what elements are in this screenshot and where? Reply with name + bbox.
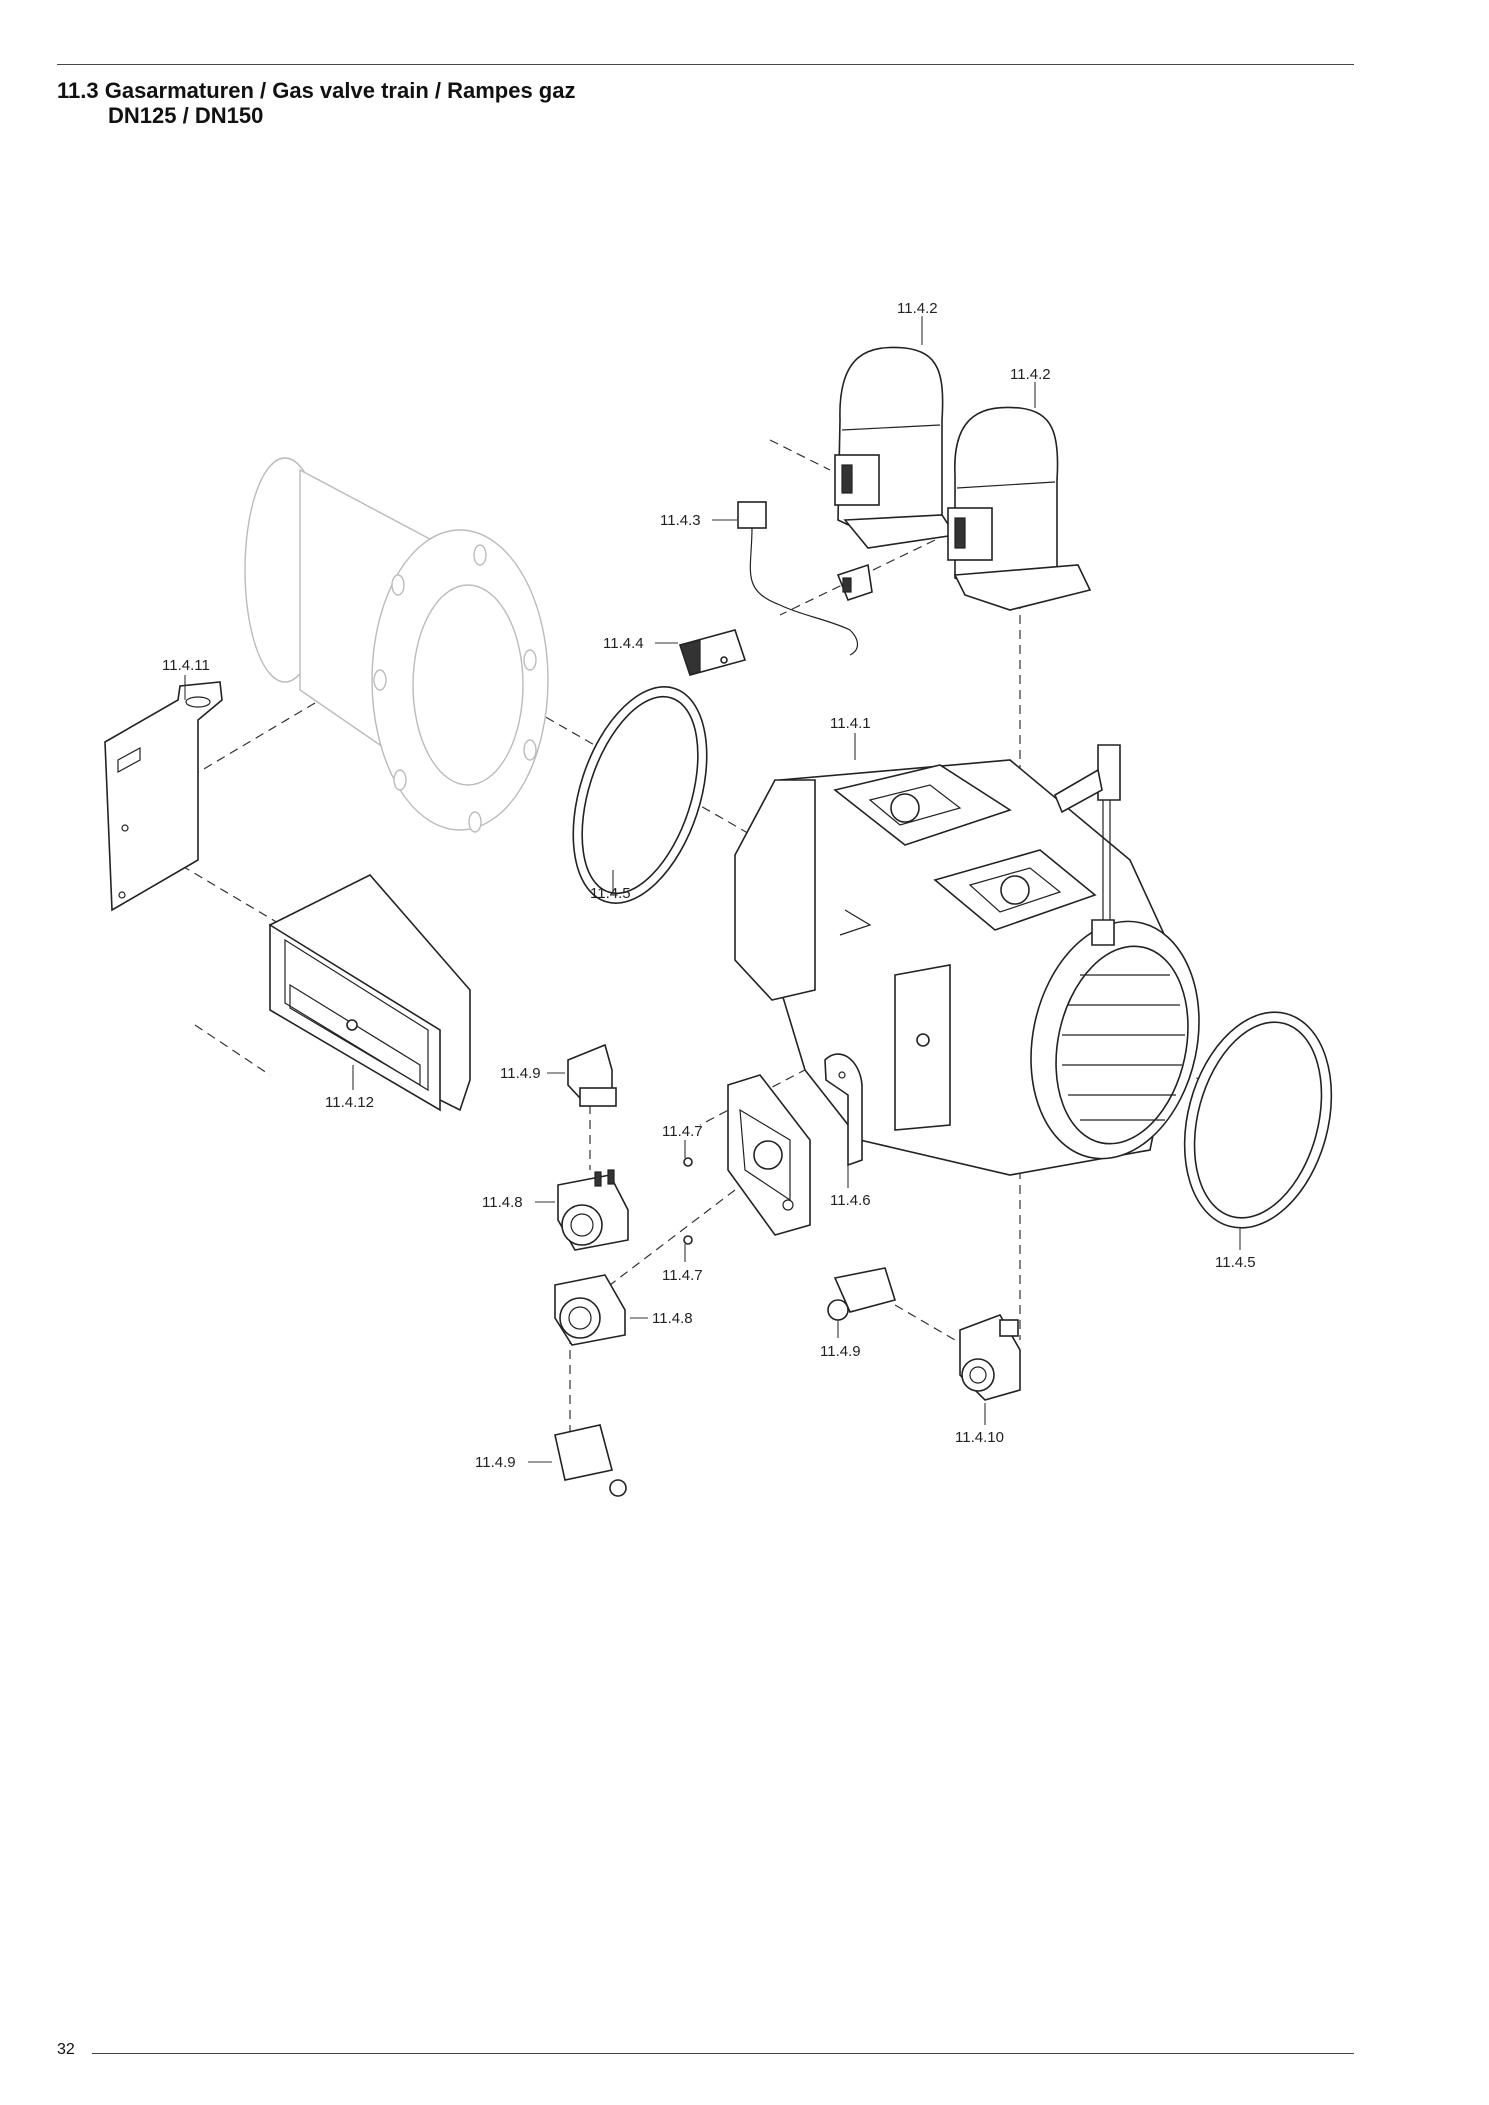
gasket-left — [572, 686, 708, 904]
callout-11-4-1: 11.4.1 — [830, 715, 871, 732]
control-housing — [268, 874, 471, 1112]
callout-11-4-10: 11.4.10 — [955, 1429, 1004, 1446]
pilot-valve-2 — [554, 1274, 626, 1346]
small-bracket — [824, 1053, 863, 1167]
plug-part — [678, 629, 747, 676]
callout-11-4-12: 11.4.12 — [325, 1094, 374, 1111]
callout-11-4-7-a: 11.4.7 — [662, 1123, 703, 1140]
connector-2 — [827, 1267, 897, 1321]
callout-11-4-9-a: 11.4.9 — [500, 1065, 541, 1082]
cable-connector — [737, 501, 873, 656]
callout-labels: 11.4.2 11.4.2 11.4.3 11.4.4 11.4.11 11.4… — [162, 300, 1256, 1471]
callout-11-4-9-c: 11.4.9 — [475, 1454, 516, 1471]
callout-11-4-3: 11.4.3 — [660, 512, 701, 529]
callout-11-4-4: 11.4.4 — [603, 635, 644, 652]
adapter-plate — [683, 1074, 811, 1245]
page-subtitle: DN125 / DN150 — [108, 103, 264, 128]
callout-11-4-5-a: 11.4.5 — [590, 885, 631, 902]
pressure-valve — [959, 1314, 1021, 1401]
callout-11-4-8-a: 11.4.8 — [482, 1194, 523, 1211]
top-rule — [57, 64, 1354, 65]
pilot-valve-1 — [557, 1169, 629, 1251]
connector-3 — [554, 1424, 627, 1497]
callout-11-4-9-b: 11.4.9 — [820, 1343, 861, 1360]
pipe-flange — [244, 457, 549, 833]
bottom-rule — [92, 2053, 1354, 2054]
leader-lines — [184, 316, 1241, 1463]
valve-actuator-1 — [834, 346, 957, 549]
callout-11-4-8-b: 11.4.8 — [652, 1310, 693, 1327]
main-valve-body — [734, 744, 1200, 1176]
callout-11-4-2-a: 11.4.2 — [897, 300, 938, 317]
callout-11-4-7-b: 11.4.7 — [662, 1267, 703, 1284]
page-number: 32 — [57, 2041, 75, 2058]
callout-11-4-11: 11.4.11 — [162, 657, 210, 674]
valve-actuator-2 — [947, 406, 1092, 611]
gasket-right — [1183, 1011, 1333, 1229]
callout-11-4-5-b: 11.4.5 — [1215, 1254, 1256, 1271]
mounting-bracket — [104, 681, 223, 912]
callout-11-4-2-b: 11.4.2 — [1010, 366, 1051, 383]
page-title: 11.3 Gasarmaturen / Gas valve train / Ra… — [57, 78, 576, 103]
connector-1 — [567, 1043, 617, 1107]
callout-11-4-6: 11.4.6 — [830, 1192, 871, 1209]
